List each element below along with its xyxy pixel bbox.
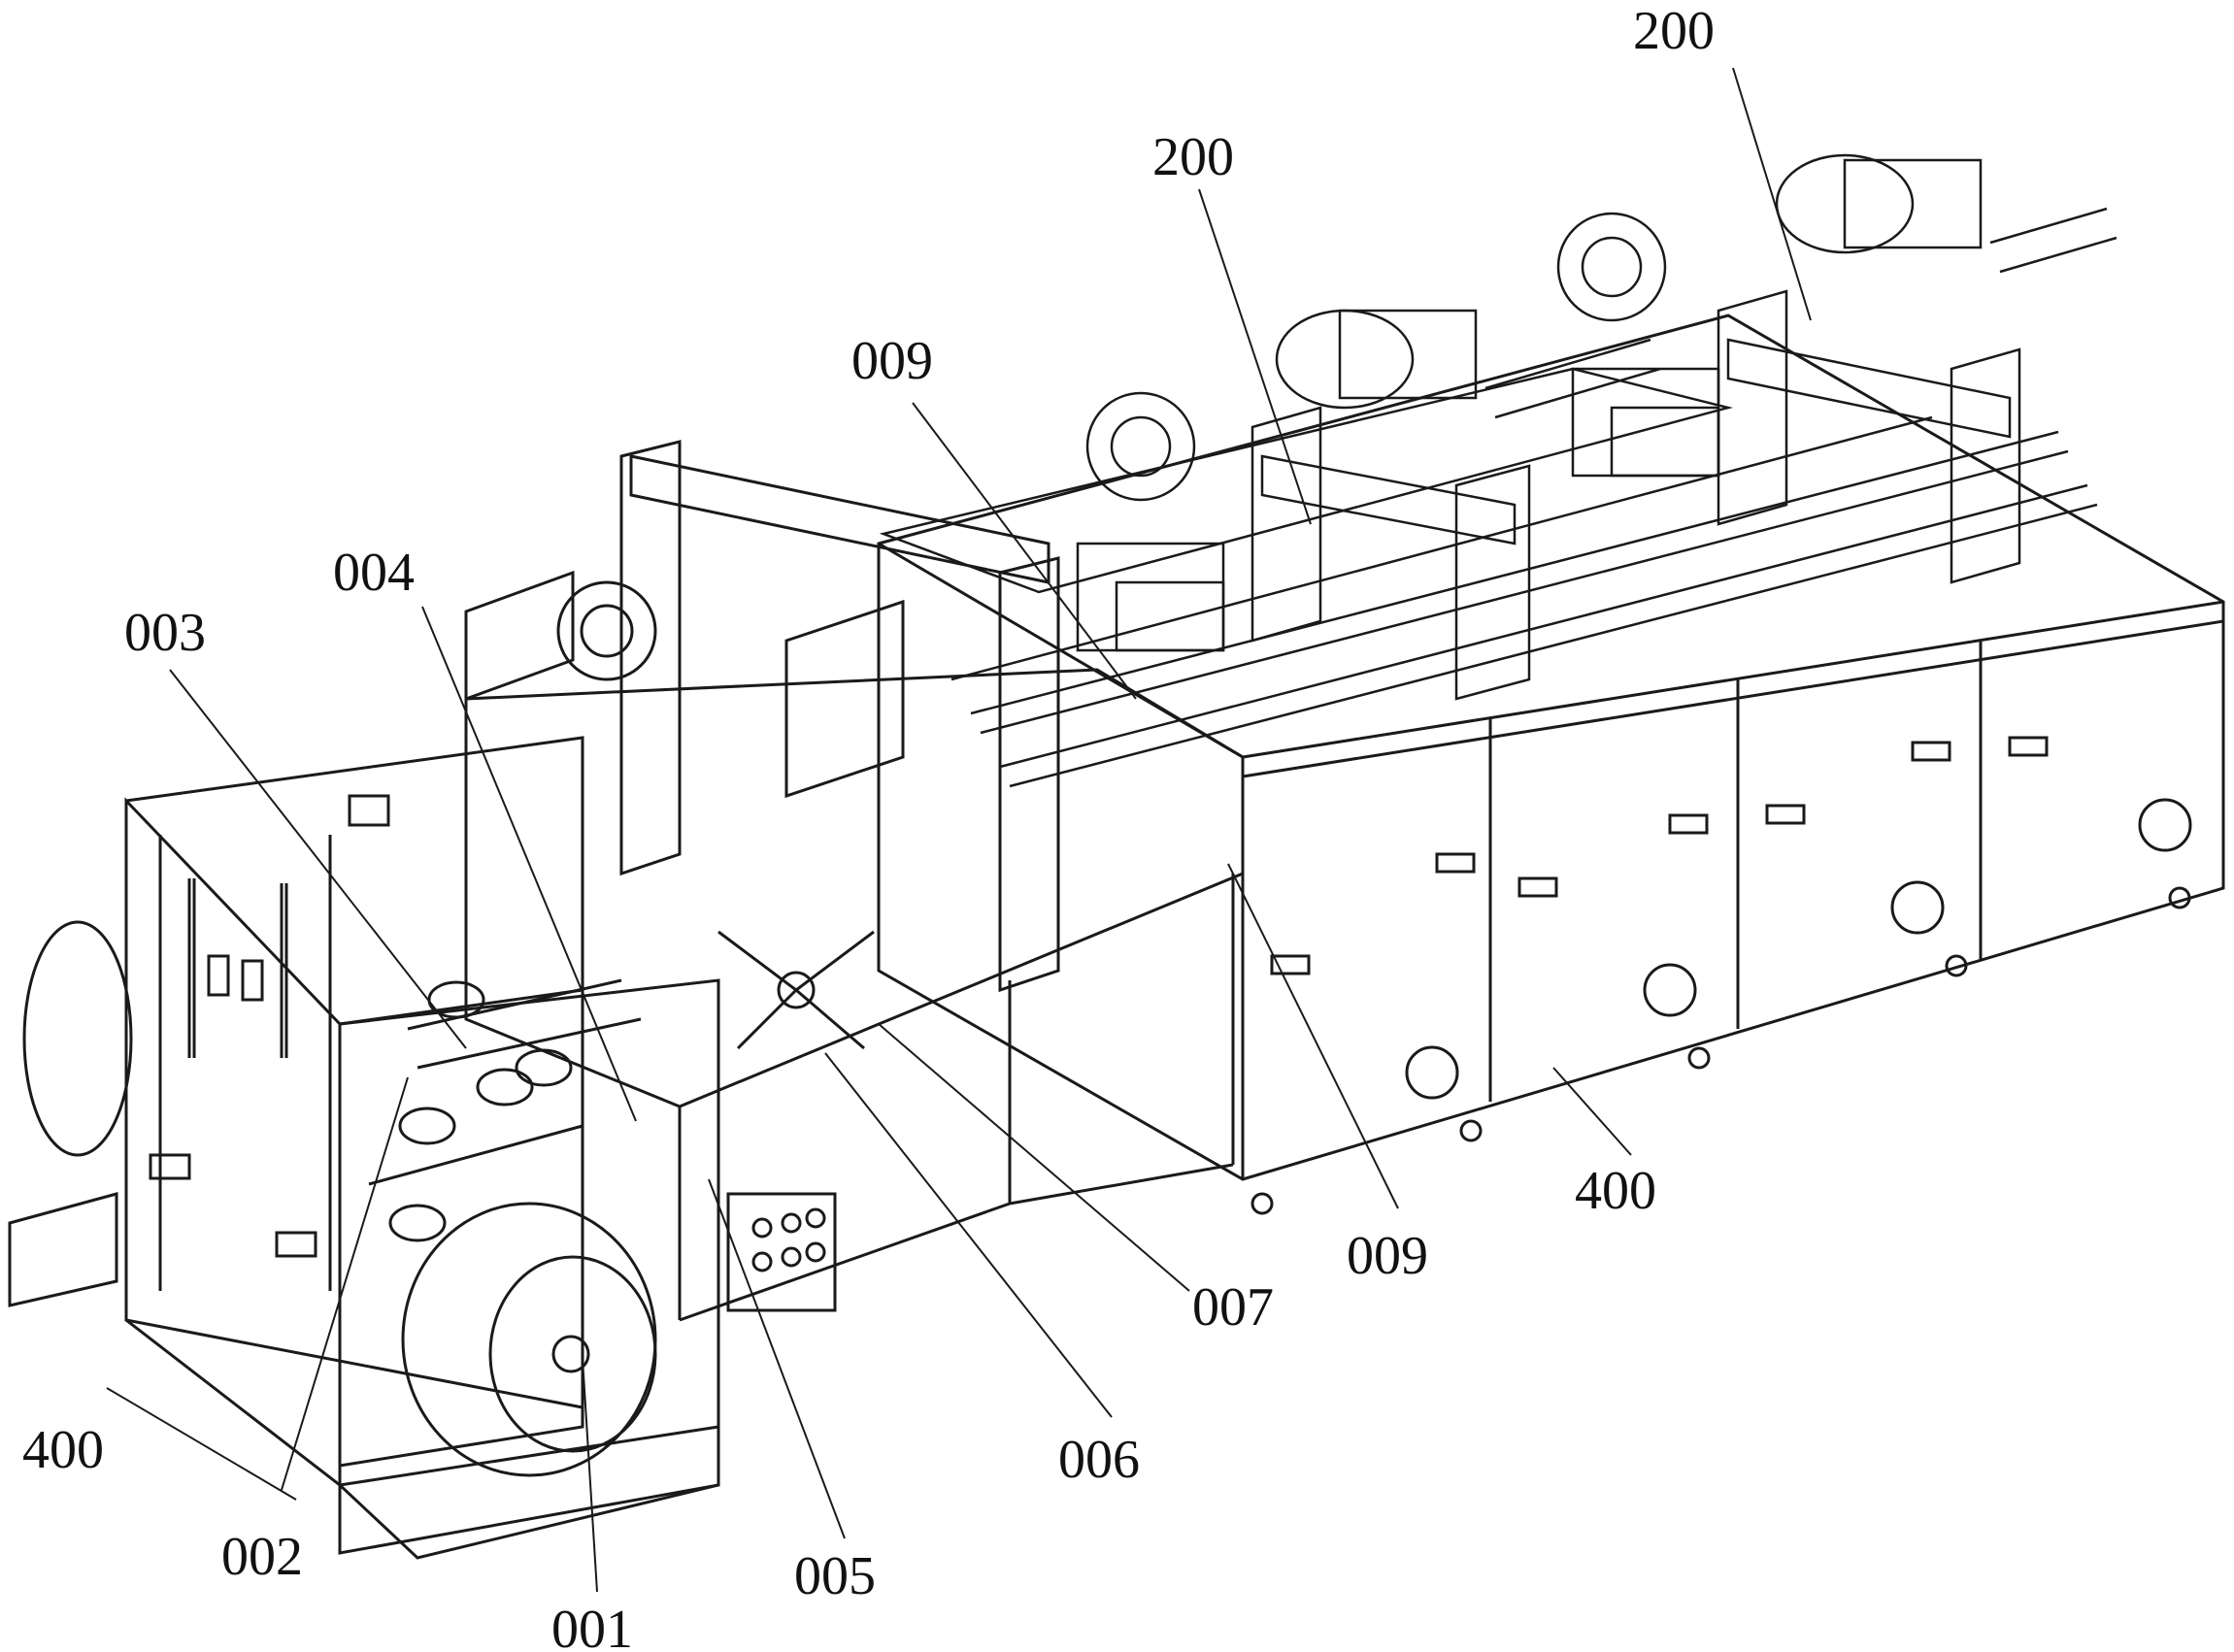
leader-004 <box>421 606 637 1122</box>
leader-200b <box>1732 67 1812 321</box>
leader-lines <box>106 67 1812 1593</box>
upper-stations <box>879 153 2117 788</box>
leader-009a <box>912 402 1137 700</box>
leader-400a <box>106 1387 297 1501</box>
leader-002 <box>281 1076 409 1491</box>
callout-004: 004 <box>333 543 415 603</box>
leader-400b <box>1552 1067 1632 1156</box>
callout-001: 001 <box>551 1600 633 1652</box>
machine-body <box>877 314 2225 1215</box>
callout-003: 003 <box>124 603 206 663</box>
callout-009b: 009 <box>1347 1226 1428 1286</box>
leader-200a <box>1198 188 1312 525</box>
callout-007: 007 <box>1192 1277 1274 1338</box>
leader-003 <box>169 669 467 1049</box>
callout-006: 006 <box>1058 1430 1140 1490</box>
callout-400b: 400 <box>1575 1161 1656 1221</box>
leader-009b <box>1227 863 1399 1209</box>
leader-005 <box>708 1178 846 1539</box>
leader-001 <box>582 1358 598 1593</box>
left-cabinet <box>8 736 720 1560</box>
front-section <box>464 440 1245 1322</box>
callout-009a: 009 <box>851 331 933 391</box>
callout-005: 005 <box>794 1546 876 1606</box>
callout-400a: 400 <box>22 1420 104 1480</box>
callout-200a: 200 <box>1152 127 1234 187</box>
leader-006 <box>824 1052 1113 1418</box>
callout-200b: 200 <box>1633 1 1715 61</box>
leader-007 <box>878 1023 1190 1292</box>
callout-002: 002 <box>221 1527 303 1587</box>
